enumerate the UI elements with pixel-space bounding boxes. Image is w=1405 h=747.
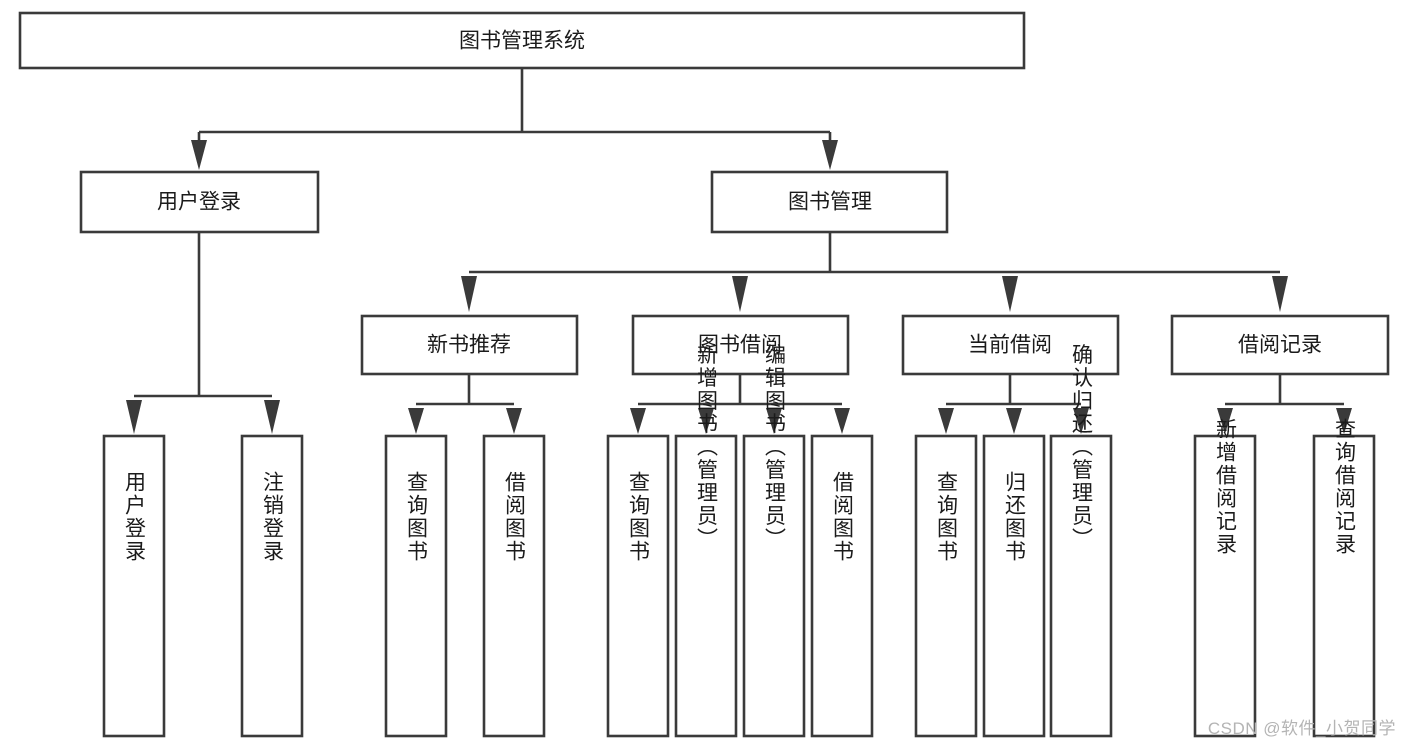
arrow-head-book-manage bbox=[822, 140, 838, 170]
node-new-book-recommend-label: 新书推荐 bbox=[427, 334, 511, 357]
connector-group-userlogin-to-leaves bbox=[126, 232, 280, 434]
node-leaf-add-borrow-record-box[interactable] bbox=[1193, 434, 1257, 738]
node-current-borrow-box[interactable] bbox=[901, 314, 1120, 376]
arrow-head-leaf-add-borrow-record bbox=[1217, 408, 1233, 434]
node-new-book-recommend[interactable]: 新书推荐 bbox=[360, 314, 579, 376]
node-leaf-edit-book-admin-box[interactable] bbox=[742, 434, 806, 738]
connector-group-newbook-to-leaves bbox=[408, 374, 522, 434]
connector-group-root-to-level2 bbox=[191, 68, 838, 170]
node-leaf-borrow-book-box[interactable] bbox=[810, 434, 874, 738]
node-leaf-query-book-borrow-box[interactable] bbox=[606, 434, 670, 738]
node-root-box[interactable] bbox=[18, 11, 1026, 70]
node-borrow-record[interactable]: 借阅记录 bbox=[1170, 314, 1390, 376]
node-borrow-record-box[interactable] bbox=[1170, 314, 1390, 376]
node-leaf-confirm-return-admin-label: 确认归还（管理员） bbox=[1070, 344, 1094, 551]
node-leaf-add-book-admin[interactable]: 新增图书（管理员） bbox=[674, 344, 738, 738]
node-leaf-return-book-box[interactable] bbox=[982, 434, 1046, 738]
connector-group-bookmanage-to-level3 bbox=[461, 232, 1288, 312]
node-user-login-box[interactable] bbox=[79, 170, 320, 234]
node-leaf-logout-login-box[interactable] bbox=[240, 434, 304, 738]
node-leaf-add-borrow-record-label: 新增借阅记录 bbox=[1214, 418, 1238, 556]
arrow-head-new-book-recommend bbox=[461, 276, 477, 312]
node-book-borrow[interactable]: 图书借阅 bbox=[631, 314, 850, 376]
node-leaf-borrow-book-recommend[interactable]: 借阅图书 bbox=[482, 434, 546, 738]
node-leaf-return-book[interactable]: 归还图书 bbox=[982, 434, 1046, 738]
node-leaf-query-book-recommend-box[interactable] bbox=[384, 434, 448, 738]
arrow-head-borrow-record bbox=[1272, 276, 1288, 312]
arrow-head-leaf-edit-book-admin bbox=[766, 408, 782, 434]
node-current-borrow[interactable]: 当前借阅 bbox=[901, 314, 1120, 376]
node-leaf-logout-login[interactable]: 注销登录 bbox=[240, 434, 304, 738]
arrow-head-leaf-query-book-current bbox=[938, 408, 954, 434]
node-leaf-query-borrow-record[interactable]: 查询借阅记录 bbox=[1312, 418, 1376, 738]
arrow-head-leaf-logout-login bbox=[264, 400, 280, 434]
node-leaf-borrow-book-label: 借阅图书 bbox=[831, 471, 855, 563]
node-leaf-borrow-book[interactable]: 借阅图书 bbox=[810, 434, 874, 738]
node-leaf-query-borrow-record-label: 查询借阅记录 bbox=[1333, 418, 1357, 556]
arrow-head-leaf-query-book-borrow bbox=[630, 408, 646, 434]
arrow-head-current-borrow bbox=[1002, 276, 1018, 312]
arrow-head-leaf-query-book-recommend bbox=[408, 408, 424, 434]
node-book-manage-box[interactable] bbox=[710, 170, 949, 234]
arrow-head-leaf-user-login bbox=[126, 400, 142, 434]
node-leaf-edit-book-admin-label: 编辑图书（管理员） bbox=[763, 344, 787, 551]
node-leaf-borrow-book-recommend-box[interactable] bbox=[482, 434, 546, 738]
node-leaf-add-borrow-record[interactable]: 新增借阅记录 bbox=[1193, 418, 1257, 738]
arrow-head-leaf-confirm-return-admin bbox=[1073, 408, 1089, 434]
connector-group-borrowrecord-to-leaves bbox=[1217, 374, 1352, 434]
node-root-label: 图书管理系统 bbox=[459, 30, 585, 53]
node-leaf-query-book-borrow-label: 查询图书 bbox=[627, 471, 651, 563]
arrow-head-leaf-borrow-book-recommend bbox=[506, 408, 522, 434]
arrow-head-leaf-add-book-admin bbox=[698, 408, 714, 434]
node-new-book-recommend-box[interactable] bbox=[360, 314, 579, 376]
node-user-login-label: 用户登录 bbox=[157, 191, 241, 214]
csdn-watermark: CSDN @软件_小贺同学 bbox=[1207, 719, 1396, 738]
node-book-borrow-box[interactable] bbox=[631, 314, 850, 376]
node-leaf-add-book-admin-label: 新增图书（管理员） bbox=[695, 344, 719, 551]
node-current-borrow-label: 当前借阅 bbox=[968, 334, 1052, 357]
node-leaf-query-borrow-record-box[interactable] bbox=[1312, 434, 1376, 738]
node-leaf-return-book-label: 归还图书 bbox=[1003, 471, 1027, 563]
connector-group-bookborrow-to-leaves bbox=[630, 374, 850, 434]
node-leaf-user-login-box[interactable] bbox=[102, 434, 166, 738]
node-leaf-query-book-recommend[interactable]: 查询图书 bbox=[384, 434, 448, 738]
node-leaf-query-book-borrow[interactable]: 查询图书 bbox=[606, 434, 670, 738]
node-root[interactable]: 图书管理系统 bbox=[18, 11, 1026, 70]
arrow-head-leaf-borrow-book bbox=[834, 408, 850, 434]
node-leaf-user-login[interactable]: 用户登录 bbox=[102, 434, 166, 738]
node-leaf-user-login-label: 用户登录 bbox=[123, 471, 147, 563]
node-user-login[interactable]: 用户登录 bbox=[79, 170, 320, 234]
node-book-manage-label: 图书管理 bbox=[788, 191, 872, 214]
node-borrow-record-label: 借阅记录 bbox=[1238, 334, 1322, 357]
node-leaf-query-book-current-box[interactable] bbox=[914, 434, 978, 738]
node-leaf-borrow-book-recommend-label: 借阅图书 bbox=[503, 471, 527, 563]
arrow-head-book-borrow bbox=[732, 276, 748, 312]
node-leaf-edit-book-admin[interactable]: 编辑图书（管理员） bbox=[742, 344, 806, 738]
node-leaf-query-book-recommend-label: 查询图书 bbox=[405, 471, 429, 563]
node-leaf-confirm-return-admin[interactable]: 确认归还（管理员） bbox=[1049, 344, 1113, 738]
arrow-head-leaf-return-book bbox=[1006, 408, 1022, 434]
node-leaf-add-book-admin-box[interactable] bbox=[674, 434, 738, 738]
node-book-borrow-label: 图书借阅 bbox=[698, 334, 782, 357]
node-leaf-query-book-current[interactable]: 查询图书 bbox=[914, 434, 978, 738]
arrow-head-user-login bbox=[191, 140, 207, 170]
node-leaf-query-book-current-label: 查询图书 bbox=[935, 471, 959, 563]
arrow-head-leaf-query-borrow-record bbox=[1336, 408, 1352, 434]
node-leaf-logout-login-label: 注销登录 bbox=[261, 471, 285, 563]
connector-group-currentborrow-to-leaves bbox=[938, 374, 1089, 434]
node-book-manage[interactable]: 图书管理 bbox=[710, 170, 949, 234]
node-leaf-confirm-return-admin-box[interactable] bbox=[1049, 434, 1113, 738]
